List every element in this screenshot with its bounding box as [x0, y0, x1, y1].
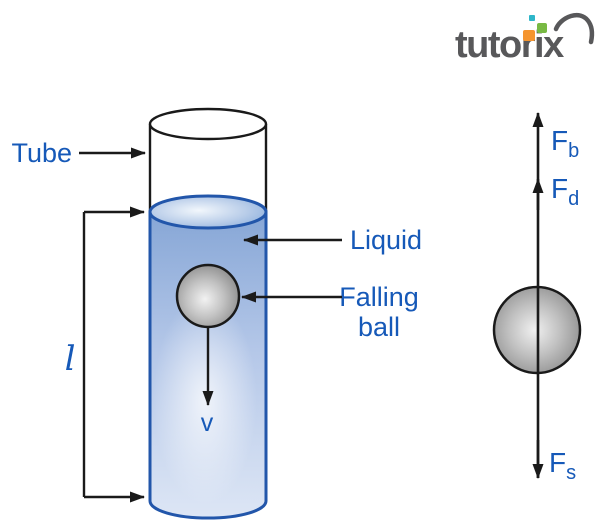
- tube-top-opening: [148, 107, 268, 141]
- tube-label: Tube: [11, 138, 72, 168]
- force-diagram: Fb Fd Fs: [492, 112, 582, 484]
- length-bracket: [82, 206, 145, 503]
- force-fb-symbol: F: [551, 125, 568, 156]
- brand-logo: tutorix: [455, 12, 595, 66]
- force-label-fd: Fd: [551, 173, 579, 210]
- falling-ball-label-line2: ball: [358, 312, 400, 342]
- liquid-surface: [148, 194, 268, 230]
- falling-ball: [175, 263, 241, 329]
- brand-logo-text: tutorix: [455, 24, 564, 66]
- force-fd-subscript: d: [568, 188, 579, 210]
- brand-dot-teal: [529, 15, 535, 21]
- liquid-label: Liquid: [350, 225, 422, 255]
- brand-dot-orange: [523, 30, 535, 41]
- force-fb-subscript: b: [568, 140, 579, 162]
- falling-ball-label-line1: Falling: [339, 282, 419, 312]
- force-label-fs: Fs: [549, 447, 576, 484]
- force-fs-subscript: s: [566, 462, 576, 484]
- force-fs-symbol: F: [549, 447, 566, 478]
- brand-swoosh: [553, 12, 595, 45]
- force-fd-symbol: F: [551, 173, 568, 204]
- length-label: l: [65, 339, 76, 379]
- brand-dot-green: [537, 23, 547, 33]
- tube-outline: [148, 107, 268, 213]
- velocity-label: v: [201, 409, 214, 437]
- force-label-fb: Fb: [551, 125, 579, 162]
